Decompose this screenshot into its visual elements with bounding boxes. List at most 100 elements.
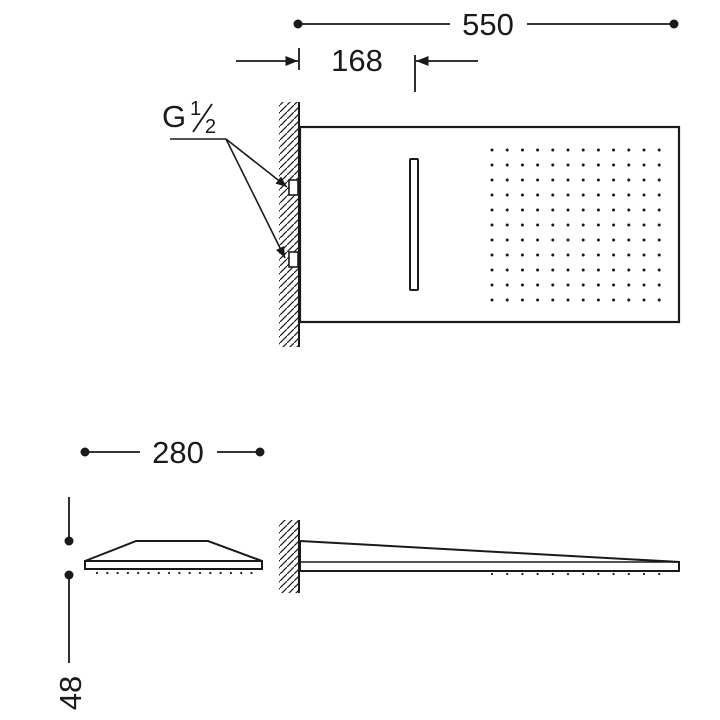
nozzle-dot [520, 298, 524, 302]
thread-callout: G 1 2 [162, 98, 288, 259]
nozzle-dot [627, 208, 631, 212]
nozzle-dot [505, 208, 509, 212]
nozzle-dot [658, 572, 661, 576]
nozzle-dot [657, 208, 661, 212]
nozzle-dot [627, 298, 631, 302]
nozzle-dot [596, 268, 600, 272]
thread-numerator: 1 [190, 98, 201, 120]
nozzle-dot [566, 253, 570, 257]
nozzle-dot [116, 571, 119, 575]
nozzle-dot [642, 163, 646, 167]
nozzle-dot [581, 163, 585, 167]
nozzle-dot [566, 178, 570, 182]
nozzle-dot [627, 193, 631, 197]
nozzle-dot [581, 208, 585, 212]
nozzle-dot [536, 178, 540, 182]
nozzle-dot [596, 178, 600, 182]
nozzle-dot [209, 571, 212, 575]
nozzle-dot [627, 178, 631, 182]
nozzle-dot [490, 223, 494, 227]
nozzle-dot [505, 178, 509, 182]
nozzle-dot [520, 223, 524, 227]
profile-nozzle-row [95, 571, 253, 575]
nozzle-dot [612, 178, 616, 182]
nozzle-dot [520, 238, 524, 242]
nozzle-dot [596, 298, 600, 302]
nozzle-dot [566, 268, 570, 272]
nozzle-dot [506, 572, 509, 576]
nozzle-dot [551, 298, 555, 302]
nozzle-dot [536, 208, 540, 212]
wedge-nozzle-row [490, 572, 661, 576]
dimension-label-280: 280 [152, 435, 204, 470]
dimension-endpoint [669, 19, 679, 29]
nozzle-dot [490, 148, 494, 152]
nozzle-dot [657, 238, 661, 242]
nozzle-dot [642, 148, 646, 152]
nozzle-dot [520, 208, 524, 212]
dimension-label-48: 48 [53, 676, 88, 710]
nozzle-dot [250, 571, 253, 575]
nozzle-dot [536, 283, 540, 287]
nozzle-dot [551, 208, 555, 212]
nozzle-dot [188, 571, 191, 575]
nozzle-dot [596, 223, 600, 227]
nozzle-dot [612, 253, 616, 257]
nozzle-dot [505, 298, 509, 302]
nozzle-dot [581, 268, 585, 272]
nozzle-dot [551, 238, 555, 242]
nozzle-dot [657, 148, 661, 152]
nozzle-dot [490, 253, 494, 257]
nozzle-dot [566, 163, 570, 167]
nozzle-dot [505, 238, 509, 242]
nozzle-dot [657, 178, 661, 182]
waterfall-outlet [409, 158, 419, 291]
nozzle-dot [627, 572, 630, 576]
nozzle-dot [490, 163, 494, 167]
nozzle-dot [642, 572, 646, 576]
nozzle-dot [147, 571, 150, 575]
nozzle-dot [581, 148, 585, 152]
shower-panel [298, 125, 681, 324]
nozzle-dot [642, 253, 646, 257]
thread-denominator: 2 [205, 116, 216, 138]
dimension-168: 168 [236, 43, 478, 92]
nozzle-dot [520, 253, 524, 257]
nozzle-dot [536, 268, 540, 272]
nozzle-dot [657, 253, 661, 257]
dimension-endpoint [255, 447, 265, 457]
nozzle-dot [612, 283, 616, 287]
nozzle-dot [642, 178, 646, 182]
nozzle-dot [551, 283, 555, 287]
wall-hatch [279, 102, 299, 347]
nozzle-dot [612, 163, 616, 167]
nozzle-dot [596, 193, 600, 197]
nozzle-dot [551, 178, 555, 182]
nozzle-dot [642, 223, 646, 227]
nozzle-dot [642, 208, 646, 212]
nozzle-dot [551, 148, 555, 152]
nozzle-dot [597, 572, 600, 576]
nozzle-dot [657, 283, 661, 287]
nozzle-dot [581, 193, 585, 197]
nozzle-dot [505, 253, 509, 257]
nozzle-dot [581, 238, 585, 242]
nozzle-dot [657, 163, 661, 167]
nozzle-dot [627, 223, 631, 227]
nozzle-dot [168, 571, 171, 575]
fraction-bar [192, 103, 213, 133]
nozzle-dot [490, 268, 494, 272]
nozzle-dot [566, 238, 570, 242]
nozzle-dot [642, 238, 646, 242]
nozzle-dot [566, 148, 570, 152]
nozzle-dot [612, 268, 616, 272]
nozzle-dot [178, 571, 181, 575]
nozzle-dot [490, 572, 494, 576]
nozzle-dot [520, 163, 524, 167]
nozzle-dot [612, 223, 616, 227]
nozzle-dot [596, 253, 600, 257]
dimension-550: 550 [293, 7, 679, 42]
nozzle-dot [612, 572, 615, 576]
dimension-48: 48 [53, 497, 88, 710]
